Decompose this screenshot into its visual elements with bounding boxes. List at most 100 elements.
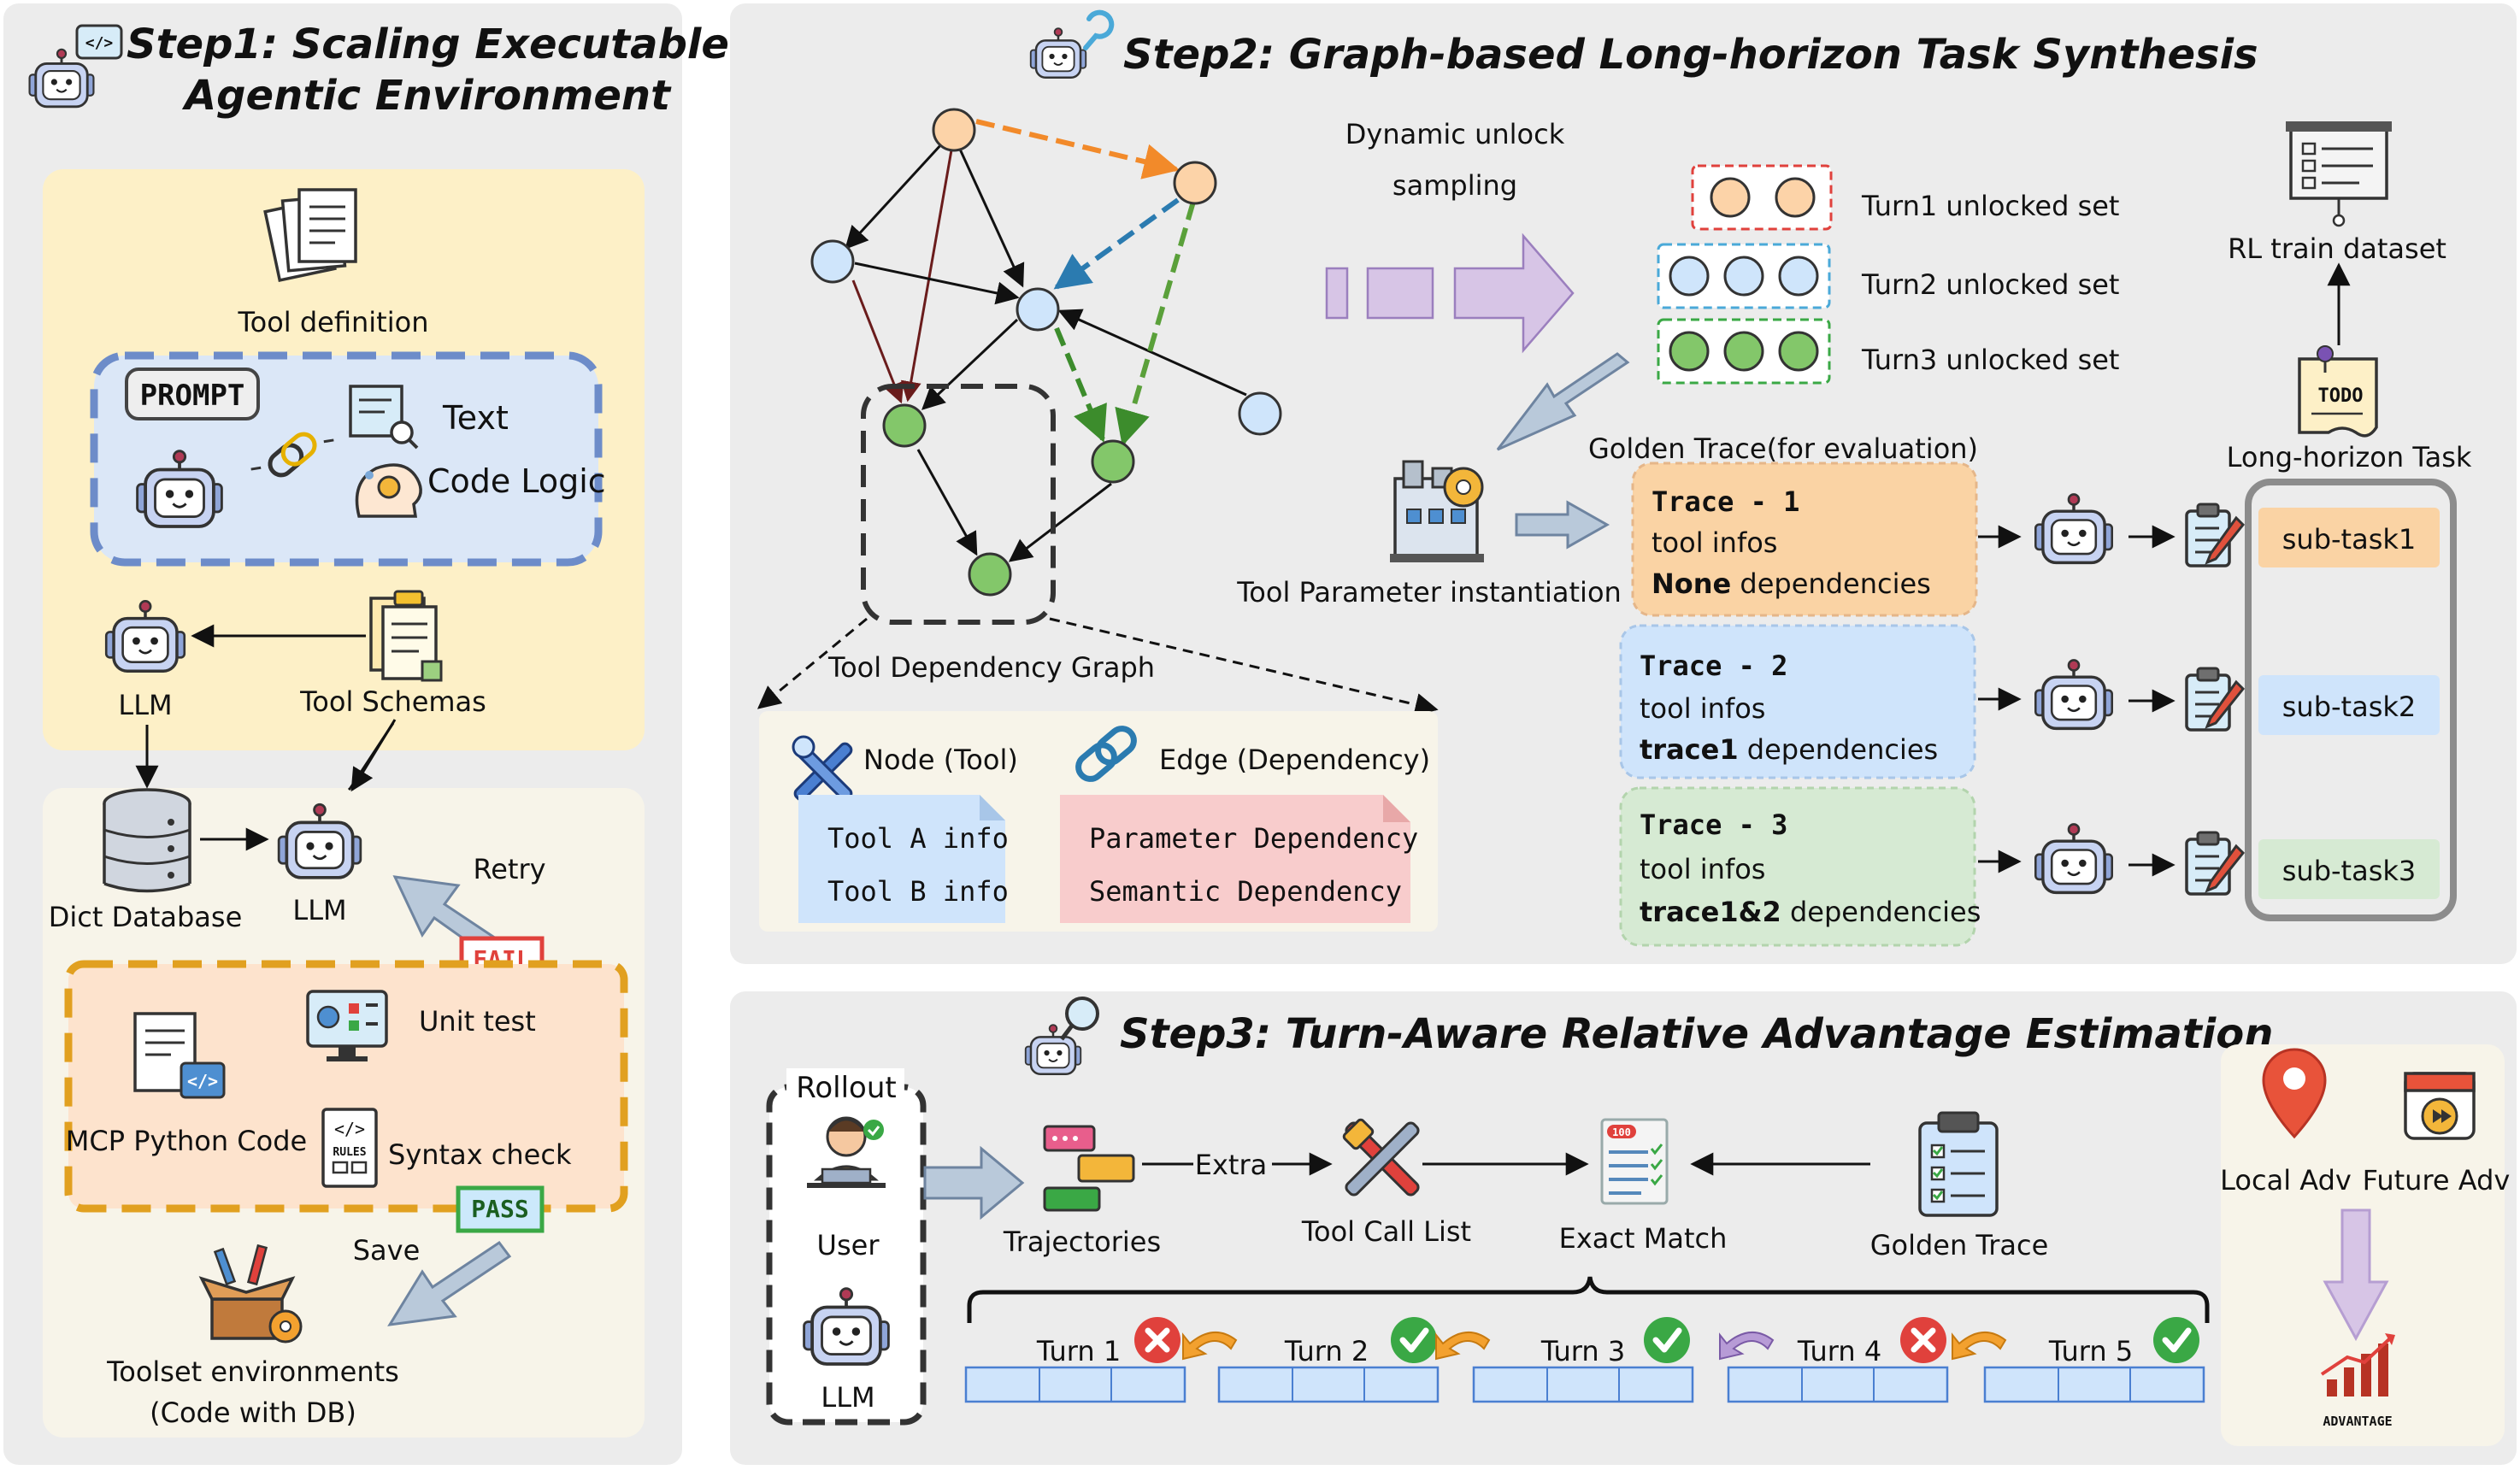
trajectories-label: Trajectories	[1003, 1226, 1161, 1258]
trace-3-box: Trace - 3 tool infos trace1&2 dependenci…	[1619, 786, 1981, 947]
tool-b-info: Tool B info	[827, 875, 1009, 908]
link-icon	[250, 432, 334, 478]
tools-icon	[792, 735, 853, 802]
dependency-graph-edges	[845, 119, 1247, 562]
step1-title-icon: </>	[28, 24, 123, 109]
step3-title-icon	[1024, 997, 1099, 1076]
golden-trace-title: Golden Trace(for evaluation)	[1588, 432, 1978, 465]
turn-3: Turn 3	[1472, 1317, 1694, 1403]
graph-node	[882, 403, 927, 448]
graph-node	[1016, 287, 1060, 332]
factory-icon	[1390, 460, 1484, 562]
save-arrow	[387, 1240, 512, 1326]
advantage-down-arrow	[2323, 1208, 2389, 1342]
svg-text:sub-task2: sub-task2	[2282, 691, 2417, 723]
golden-trace-clipboard-icon	[1918, 1111, 1999, 1217]
turn1-unlocked-set	[1691, 164, 1833, 231]
graph-node	[1238, 391, 1282, 436]
tool-call-list-label: Tool Call List	[1301, 1215, 1471, 1248]
unit-test-monitor-icon	[306, 990, 388, 1061]
semantic-dependency-label: Semantic Dependency	[1089, 875, 1402, 908]
step1-title-line1: Step1: Scaling Executable	[127, 21, 729, 68]
dynamic-unlock-label-1: Dynamic unlock	[1345, 118, 1565, 150]
retry-label: Retry	[473, 853, 545, 885]
exact-match-label: Exact Match	[1559, 1222, 1728, 1255]
advantage-chart-icon: ADVANTAGE	[2320, 1333, 2395, 1429]
tool-definition-label: Tool definition	[238, 306, 429, 338]
tool-a-info: Tool A info	[827, 822, 1009, 855]
dependency-graph-nodes	[810, 108, 1282, 597]
rollout-llm-label: LLM	[821, 1381, 874, 1414]
svg-text:Trace - 2: Trace - 2	[1640, 650, 1787, 682]
turn1-set-label: Turn1 unlocked set	[1861, 190, 2119, 222]
graph-node	[810, 239, 855, 284]
dependency-note	[1060, 795, 1410, 923]
code-logic-head-icon	[355, 463, 422, 518]
tool-parameter-instantiation-label: Tool Parameter instantiation	[1236, 576, 1622, 609]
svg-text:PROMPT: PROMPT	[140, 379, 245, 413]
trajectories-icon	[1043, 1125, 1135, 1212]
parameter-dependency-label: Parameter Dependency	[1089, 822, 1418, 855]
tool-schemas-label: Tool Schemas	[299, 685, 486, 718]
subtask-3	[2258, 839, 2440, 899]
tool-call-list-icon	[1342, 1118, 1420, 1197]
todo-scroll-icon: TODO	[2298, 345, 2378, 438]
golden-trace-label: Golden Trace	[1870, 1229, 2049, 1261]
subtask-2	[2258, 675, 2440, 735]
svg-text:Turn 3: Turn 3	[1540, 1335, 1625, 1367]
cross-icon	[1900, 1317, 1946, 1363]
toolset-label-line1: Toolset environments	[106, 1355, 399, 1388]
svg-text:RULES: RULES	[333, 1146, 366, 1159]
turn-4: Turn 4	[1727, 1317, 1947, 1403]
legend-node-label: Node (Tool)	[863, 744, 1018, 776]
step3-title: Step3: Turn-Aware Relative Advantage Est…	[1120, 1010, 2273, 1058]
curved-back-arrow	[1435, 1331, 1491, 1361]
local-adv-label: Local Adv	[2220, 1164, 2352, 1197]
svg-text:tool infos: tool infos	[1640, 853, 1765, 885]
svg-text:TODO: TODO	[2318, 385, 2364, 407]
svg-text:trace1 dependencies: trace1 dependencies	[1640, 733, 1938, 766]
svg-text:trace1&2 dependencies: trace1&2 dependencies	[1640, 896, 1981, 928]
mcp-python-code-label: MCP Python Code	[66, 1125, 307, 1157]
graph-node	[932, 108, 976, 152]
rl-train-dataset-label: RL train dataset	[2228, 232, 2446, 265]
map-pin-icon	[2262, 1048, 2327, 1139]
svg-text:</>: </>	[85, 34, 114, 52]
check-icon	[1644, 1317, 1690, 1363]
svg-text:tool infos: tool infos	[1640, 692, 1765, 725]
step2-title-icon	[1029, 9, 1115, 79]
cross-icon	[1134, 1317, 1181, 1363]
turn-2: Turn 2	[1217, 1317, 1438, 1403]
document-stack-icon	[263, 188, 357, 283]
svg-text:tool infos: tool infos	[1652, 526, 1777, 559]
user-label: User	[817, 1229, 880, 1261]
prompt-tag: PROMPT	[125, 368, 260, 420]
schemas-to-center-llm-arrow	[350, 719, 397, 792]
rollout-label: Rollout	[796, 1071, 896, 1105]
svg-text:sub-task3: sub-task3	[2282, 855, 2417, 887]
llm-label: LLM	[118, 689, 172, 721]
turn2-set-label: Turn2 unlocked set	[1861, 268, 2119, 301]
svg-text:Turn 5: Turn 5	[2048, 1335, 2133, 1367]
svg-text:</>: </>	[187, 1071, 218, 1091]
exact-match-icon: 100	[1600, 1118, 1669, 1205]
future-adv-label: Future Adv	[2363, 1164, 2511, 1197]
turn3-unlocked-set	[1657, 318, 1831, 385]
center-llm-label: LLM	[292, 894, 346, 926]
check-icon	[2153, 1317, 2199, 1363]
dict-database-icon	[103, 788, 191, 893]
turn-1: Turn 1	[964, 1317, 1186, 1403]
svg-text:Turn 1: Turn 1	[1036, 1335, 1121, 1367]
rollout-to-trajectories-arrow	[923, 1145, 1025, 1220]
turn3-set-label: Turn3 unlocked set	[1861, 344, 2119, 376]
chain-icon	[1075, 726, 1137, 782]
future-calendar-icon	[2404, 1072, 2476, 1140]
unit-test-label: Unit test	[419, 1005, 536, 1038]
curved-back-arrow	[1719, 1331, 1775, 1361]
save-label: Save	[353, 1234, 421, 1267]
legend-edge-label: Edge (Dependency)	[1159, 744, 1430, 776]
trace-2-box: Trace - 2 tool infos trace1 dependencies	[1619, 624, 1976, 779]
graph-node	[1091, 439, 1135, 484]
curved-back-arrow	[1182, 1331, 1238, 1361]
